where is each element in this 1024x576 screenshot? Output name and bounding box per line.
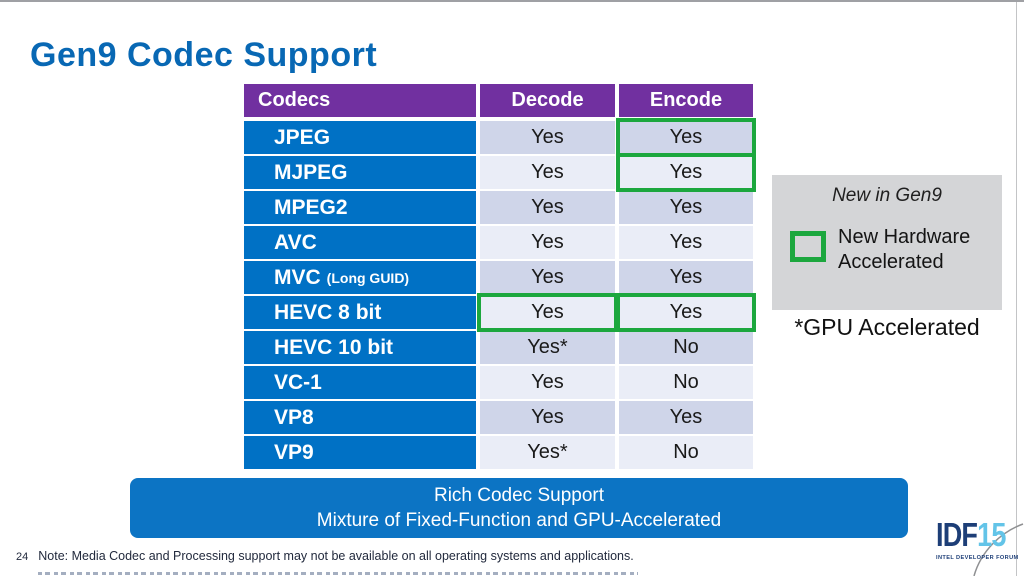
idf-logo-tagline: INTEL DEVELOPER FORUM bbox=[936, 555, 1019, 561]
codec-name-cell: VP9 bbox=[244, 436, 476, 469]
encode-cell: Yes bbox=[619, 191, 753, 224]
column-header-decode: Decode bbox=[480, 84, 615, 117]
encode-cell: Yes bbox=[619, 401, 753, 434]
green-box-swatch-icon bbox=[790, 231, 826, 262]
footer: 24 Note: Media Codec and Processing supp… bbox=[16, 549, 634, 563]
codec-name-cell: JPEG bbox=[244, 121, 476, 154]
codec-name-cell: MVC(Long GUID) bbox=[244, 261, 476, 294]
decode-cell: Yes bbox=[480, 191, 615, 224]
column-header-codecs: Codecs bbox=[244, 84, 476, 117]
codec-name-cell: HEVC 8 bit bbox=[244, 296, 476, 329]
legend-panel: New in Gen9 New Hardware Accelerated bbox=[772, 175, 1002, 310]
page-number: 24 bbox=[16, 551, 29, 563]
clipped-text-line bbox=[38, 572, 638, 575]
codec-name-cell: HEVC 10 bit bbox=[244, 331, 476, 364]
page-title: Gen9 Codec Support bbox=[30, 36, 378, 74]
decode-cell: Yes* bbox=[480, 331, 615, 364]
table-header-row: Codecs Decode Encode bbox=[244, 84, 755, 117]
codec-name-cell: AVC bbox=[244, 226, 476, 259]
codec-name-cell: VP8 bbox=[244, 401, 476, 434]
legend-item-label: New Hardware Accelerated bbox=[838, 226, 971, 273]
encode-cell: Yes bbox=[619, 226, 753, 259]
legend-item: New Hardware Accelerated bbox=[790, 225, 1002, 275]
decode-cell: Yes bbox=[480, 366, 615, 399]
decode-cell: Yes bbox=[480, 121, 615, 154]
legend-title: New in Gen9 bbox=[832, 185, 942, 206]
top-border-line bbox=[0, 0, 1024, 2]
gpu-accelerated-note: *GPU Accelerated bbox=[794, 314, 980, 340]
encode-cell: Yes bbox=[616, 293, 756, 332]
encode-cell: No bbox=[619, 366, 753, 399]
right-edge-line bbox=[1016, 2, 1017, 576]
idf15-logo-wordmark: IDF15 bbox=[936, 516, 1006, 553]
idf15-logo: IDF15 INTEL DEVELOPER FORUM bbox=[936, 516, 1019, 561]
column-header-encode: Encode bbox=[619, 84, 753, 117]
codec-name-cell: MPEG2 bbox=[244, 191, 476, 224]
codec-name-cell: VC-1 bbox=[244, 366, 476, 399]
decode-cell: Yes bbox=[480, 156, 615, 189]
decode-cell: Yes bbox=[480, 226, 615, 259]
banner-line-2: Mixture of Fixed-Function and GPU-Accele… bbox=[316, 510, 722, 531]
encode-cell: Yes bbox=[619, 261, 753, 294]
encode-cell: No bbox=[619, 331, 753, 364]
decode-cell: Yes* bbox=[480, 436, 615, 469]
decode-cell: Yes bbox=[477, 293, 618, 332]
footnote-text: Note: Media Codec and Processing support… bbox=[38, 549, 634, 563]
banner-line-1: Rich Codec Support bbox=[433, 485, 605, 506]
decode-cell: Yes bbox=[480, 401, 615, 434]
encode-cell: Yes bbox=[616, 153, 756, 192]
decode-cell: Yes bbox=[480, 261, 615, 294]
encode-cell: Yes bbox=[616, 118, 756, 157]
codec-name-cell: MJPEG bbox=[244, 156, 476, 189]
encode-cell: No bbox=[619, 436, 753, 469]
summary-banner: Rich Codec Support Mixture of Fixed-Func… bbox=[130, 478, 908, 538]
